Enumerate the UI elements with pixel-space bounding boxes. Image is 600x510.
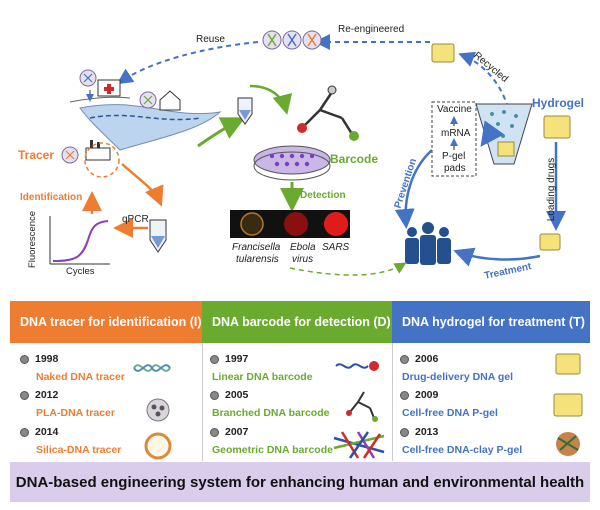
hydrogel-year-3: 2013 — [400, 426, 438, 438]
qpcr-plot — [50, 216, 110, 264]
pathogen1-line2: tularensis — [236, 254, 279, 265]
tracer-icons — [133, 364, 172, 460]
panel-header-tracer: DNA tracer for identification (I) — [10, 301, 202, 343]
hydrogel-year-2: 2009 — [400, 389, 438, 401]
vaccine-box — [431, 101, 477, 177]
tracer-item-2: PLA-DNA tracer — [36, 407, 115, 419]
pgel-label: P-gel — [442, 151, 466, 162]
barcode-icons — [333, 361, 385, 459]
prevention-arrow — [394, 149, 433, 229]
loading-drugs-label: Loading drugs — [546, 157, 558, 222]
hydrogel-icons — [553, 353, 583, 456]
barcode-year-1: 1997 — [210, 353, 248, 365]
pathogen2-line2: virus — [292, 254, 314, 265]
vaccine-label: Vaccine — [437, 104, 472, 115]
barcode-year-3: 2007 — [210, 426, 248, 438]
cycles-axis-label: Cycles — [66, 266, 95, 277]
factory-icon — [85, 147, 111, 161]
barcode-arrow — [197, 117, 246, 148]
hydrogel-year-1: 2006 — [400, 353, 438, 365]
panel-divider — [202, 343, 203, 461]
footer-banner: DNA-based engineering system for enhanci… — [10, 462, 590, 502]
qpcr-label: qPCR — [122, 214, 149, 225]
fluorescence-axis-label: Fluorescence — [27, 210, 39, 269]
pathogen1-line1: Francisella — [232, 242, 281, 253]
reengineered-label: Re-engineered — [338, 24, 405, 35]
house-icon — [159, 90, 181, 111]
dna-clay-gel-icon — [556, 432, 580, 456]
hydrogel-pad-icon — [543, 115, 571, 139]
detection-label: Detection — [300, 190, 346, 201]
pathogen3-label: SARS — [322, 242, 350, 253]
sample-arrow — [121, 163, 164, 207]
identification-label: Identification — [20, 192, 83, 203]
petri-dish — [253, 145, 331, 175]
branched-barcode-icon — [297, 85, 359, 141]
amplification-curve — [52, 220, 109, 262]
footer-text: DNA-based engineering system for enhanci… — [15, 473, 585, 491]
panel-title-barcode: DNA barcode for detection (D) — [212, 315, 391, 329]
panel-header-barcode: DNA barcode for detection (D) — [202, 301, 392, 343]
hydrogel-item-3: Cell-free DNA-clay P-gel — [402, 444, 523, 456]
drug-delivery-gel-icon — [555, 353, 581, 375]
reuse-arrow — [116, 41, 259, 85]
dna-capsule-icon — [262, 30, 322, 50]
detection-to-people-arrow — [289, 262, 407, 276]
silica-dna-icon — [144, 432, 172, 460]
tracer-item-1: Naked DNA tracer — [36, 371, 125, 383]
barcode-item-2: Branched DNA barcode — [212, 407, 330, 419]
barcode-item-1: Linear DNA barcode — [212, 371, 313, 383]
pathogen2-line1: Ebola — [290, 242, 316, 253]
mrna-label: mRNA — [441, 128, 471, 139]
panel-title-hydrogel: DNA hydrogel for treatment (T) — [402, 315, 585, 329]
panel-divider — [392, 343, 393, 461]
gel-pad-icon — [431, 43, 455, 63]
tracer-item-3: Silica-DNA tracer — [36, 444, 122, 456]
p-gel-icon — [553, 393, 583, 417]
drug-pad-icon — [539, 233, 561, 251]
reuse-label: Reuse — [196, 34, 225, 45]
sampling-circle — [84, 142, 120, 178]
linear-barcode-icon — [335, 361, 379, 371]
hydrogel-label: Hydrogel — [532, 96, 585, 110]
tracer-label: Tracer — [18, 148, 55, 162]
panel-header-hydrogel: DNA hydrogel for treatment (T) — [392, 301, 590, 343]
people-icon — [405, 222, 451, 265]
pads-label: pads — [444, 163, 466, 174]
tracer-year-1: 1998 — [20, 353, 58, 365]
tracer-year-3: 2014 — [20, 426, 58, 438]
geometric-barcode-icon — [333, 431, 385, 459]
pla-dna-icon — [146, 398, 170, 422]
tube-arrow — [249, 84, 293, 115]
cycle-diagram — [49, 30, 571, 276]
hydrogel-item-2: Cell-free DNA P-gel — [402, 407, 498, 419]
tracer-year-2: 2012 — [20, 389, 58, 401]
hydrogel-item-1: Drug-delivery DNA gel — [402, 371, 514, 383]
panel-title-tracer: DNA tracer for identification (I) — [20, 315, 202, 329]
barcode-label: Barcode — [330, 152, 379, 166]
branched-barcode-small-icon — [346, 391, 378, 422]
treatment-arrow — [453, 247, 541, 267]
barcode-year-2: 2005 — [210, 389, 248, 401]
recycled-arrow — [458, 51, 509, 109]
barcode-item-3: Geometric DNA barcode — [212, 444, 333, 456]
naked-dna-icon — [133, 364, 171, 372]
